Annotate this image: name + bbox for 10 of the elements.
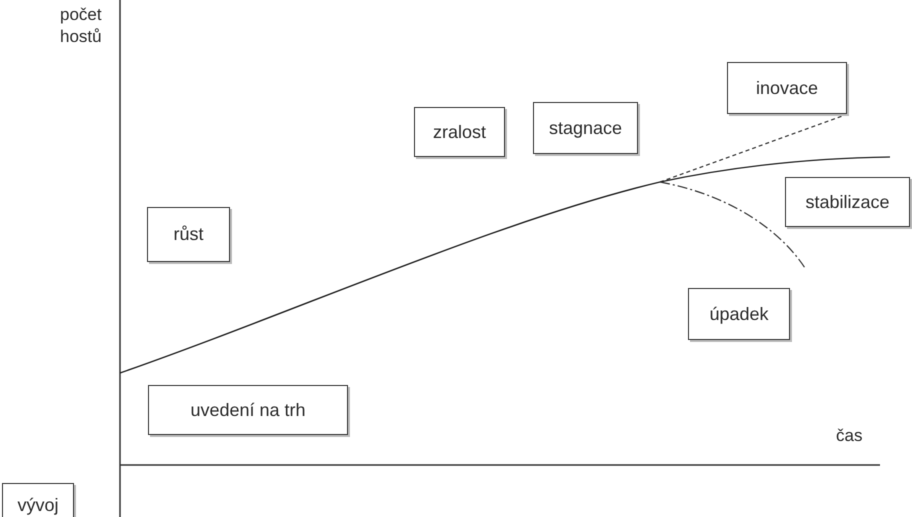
stage-box: úpadek bbox=[688, 288, 790, 340]
stage-box: stagnace bbox=[533, 102, 638, 154]
stage-box: stabilizace bbox=[785, 177, 910, 227]
stage-box: inovace bbox=[727, 62, 847, 114]
stage-box: růst bbox=[147, 207, 230, 262]
stage-box: zralost bbox=[414, 107, 505, 157]
axis-title: čas bbox=[836, 425, 864, 447]
stage-box: vývoj bbox=[2, 483, 74, 517]
stage-box: uvedení na trh bbox=[148, 385, 348, 435]
axis-title: počet hostů bbox=[60, 4, 103, 48]
